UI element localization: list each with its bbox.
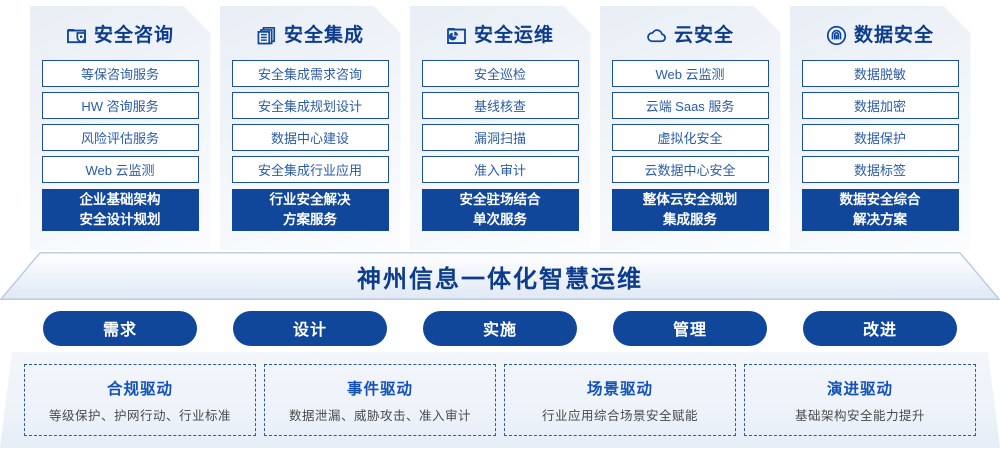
service-card-cloud-security[interactable]: 云安全 Web 云监测 云端 Saas 服务 虚拟化安全 云数据中心安全 整体云…	[600, 6, 781, 250]
card-footer-line: 安全设计规划	[79, 212, 161, 227]
folder-shield-icon	[66, 25, 87, 46]
card-item[interactable]: Web 云监测	[612, 60, 769, 87]
card-item[interactable]: 云数据中心安全	[612, 156, 769, 183]
pill-requirement[interactable]: 需求	[43, 310, 197, 346]
card-footer-highlight[interactable]: 整体云安全规划 集成服务	[612, 189, 769, 231]
cloud-icon	[646, 25, 667, 46]
fingerprint-icon	[826, 25, 847, 46]
card-title: 安全集成	[283, 24, 364, 46]
service-card-data-security[interactable]: 数据安全 数据脱敏 数据加密 数据保护 数据标签 数据安全综合 解决方案	[790, 6, 971, 250]
card-item[interactable]: 等保咨询服务	[42, 60, 199, 87]
folder-chart-icon	[446, 25, 467, 46]
card-footer-line: 单次服务	[473, 212, 527, 227]
card-footer-highlight[interactable]: 数据安全综合 解决方案	[802, 189, 959, 231]
service-card-security-integration[interactable]: 安全集成 安全集成需求咨询 安全集成规划设计 数据中心建设 安全集成行业应用 行…	[220, 6, 401, 250]
pill-management[interactable]: 管理	[613, 310, 767, 346]
card-item[interactable]: 安全集成需求咨询	[232, 60, 389, 87]
card-footer-line: 安全驻场结合	[459, 192, 541, 208]
service-cards-row: 安全咨询 等保咨询服务 HW 咨询服务 风险评估服务 Web 云监测 企业基础架…	[0, 6, 1000, 254]
card-header: 安全运维	[422, 18, 579, 52]
card-title: 安全运维	[473, 24, 554, 46]
card-header: 数据安全	[802, 18, 959, 52]
platform-banner-title: 神州信息一体化智慧运维	[357, 265, 643, 293]
card-item[interactable]: 漏洞扫描	[422, 124, 579, 151]
card-title: 安全咨询	[93, 24, 174, 46]
card-item[interactable]: 数据保护	[802, 124, 959, 151]
card-item[interactable]: HW 咨询服务	[42, 92, 199, 119]
card-item[interactable]: 数据中心建设	[232, 124, 389, 151]
card-footer-highlight[interactable]: 行业安全解决 方案服务	[232, 189, 389, 231]
driver-subtitle: 基础架构安全能力提升	[794, 408, 925, 423]
card-footer-line: 集成服务	[663, 212, 717, 227]
card-item[interactable]: 安全集成规划设计	[232, 92, 389, 119]
card-item[interactable]: 安全巡检	[422, 60, 579, 87]
driver-title: 场景驱动	[586, 380, 653, 398]
driver-subtitle: 行业应用综合场景安全赋能	[541, 408, 698, 423]
card-item[interactable]: 安全集成行业应用	[232, 156, 389, 183]
card-item[interactable]: 云端 Saas 服务	[612, 92, 769, 119]
card-footer-line: 整体云安全规划	[642, 192, 738, 208]
card-footer-line: 企业基础架构	[79, 192, 161, 208]
card-header: 安全集成	[232, 18, 389, 52]
platform-banner: 神州信息一体化智慧运维	[0, 252, 1000, 300]
lifecycle-pills-row: 需求 设计 实施 管理 改进	[0, 309, 1000, 347]
card-item[interactable]: 风险评估服务	[42, 124, 199, 151]
card-footer-highlight[interactable]: 企业基础架构 安全设计规划	[42, 189, 199, 231]
card-item[interactable]: 基线核查	[422, 92, 579, 119]
driver-subtitle: 数据泄漏、威胁攻击、准入审计	[288, 408, 471, 423]
service-card-security-consulting[interactable]: 安全咨询 等保咨询服务 HW 咨询服务 风险评估服务 Web 云监测 企业基础架…	[30, 6, 211, 250]
card-title: 云安全	[673, 24, 734, 46]
card-title: 数据安全	[853, 24, 934, 46]
stacked-documents-icon	[256, 25, 277, 46]
driver-incident[interactable]: 事件驱动 数据泄漏、威胁攻击、准入审计	[264, 364, 496, 436]
card-footer-line: 解决方案	[853, 212, 907, 227]
card-item[interactable]: 数据脱敏	[802, 60, 959, 87]
card-footer-line: 方案服务	[283, 212, 337, 227]
driver-subtitle: 等级保护、护网行动、行业标准	[48, 408, 231, 423]
card-footer-line: 行业安全解决	[269, 192, 351, 208]
pill-improvement[interactable]: 改进	[803, 310, 957, 346]
card-item[interactable]: 数据标签	[802, 156, 959, 183]
driver-scenario[interactable]: 场景驱动 行业应用综合场景安全赋能	[504, 364, 736, 436]
pill-implementation[interactable]: 实施	[423, 310, 577, 346]
driver-title: 事件驱动	[346, 380, 413, 398]
pill-design[interactable]: 设计	[233, 310, 387, 346]
card-header: 云安全	[612, 18, 769, 52]
driver-evolution[interactable]: 演进驱动 基础架构安全能力提升	[744, 364, 976, 436]
card-item[interactable]: 数据加密	[802, 92, 959, 119]
card-item[interactable]: Web 云监测	[42, 156, 199, 183]
drivers-row: 合规驱动 等级保护、护网行动、行业标准 事件驱动 数据泄漏、威胁攻击、准入审计 …	[0, 352, 1000, 448]
service-card-security-operations[interactable]: 安全运维 安全巡检 基线核查 漏洞扫描 准入审计 安全驻场结合 单次服务	[410, 6, 591, 250]
driver-title: 合规驱动	[106, 380, 173, 398]
drivers-panel-background	[0, 352, 1000, 448]
card-header: 安全咨询	[42, 18, 199, 52]
card-footer-highlight[interactable]: 安全驻场结合 单次服务	[422, 189, 579, 231]
driver-compliance[interactable]: 合规驱动 等级保护、护网行动、行业标准	[24, 364, 256, 436]
card-footer-line: 数据安全综合	[839, 192, 921, 208]
driver-title: 演进驱动	[826, 380, 893, 398]
card-item[interactable]: 准入审计	[422, 156, 579, 183]
card-item[interactable]: 虚拟化安全	[612, 124, 769, 151]
